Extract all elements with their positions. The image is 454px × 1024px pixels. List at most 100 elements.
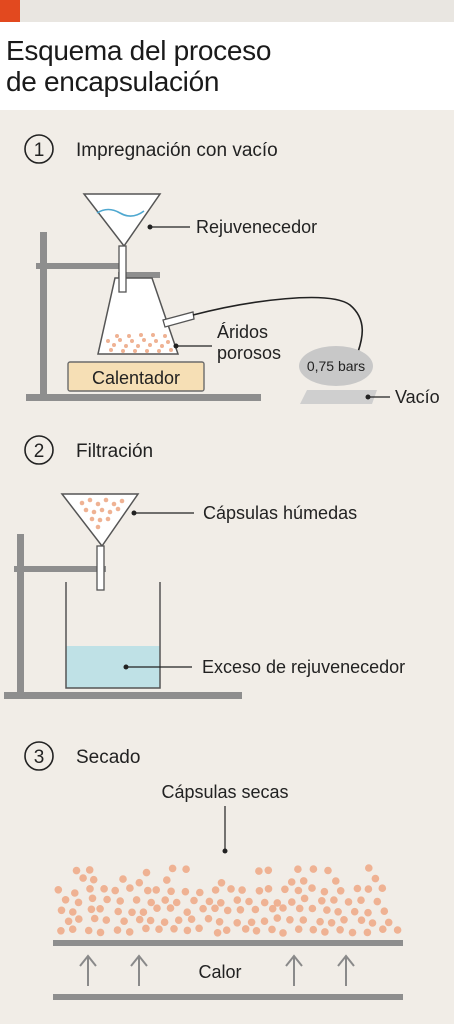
dry-capsule (217, 899, 225, 907)
pressure-value: 0,75 bars (307, 358, 365, 374)
funnel-1-stem (118, 245, 127, 293)
label-aridos-line2: porosos (217, 343, 281, 363)
dry-capsule (288, 898, 296, 906)
dry-capsule (308, 884, 316, 892)
dry-capsule (215, 918, 224, 926)
flask-side-arm (162, 311, 195, 328)
dry-capsule (247, 918, 256, 927)
dry-capsule (233, 896, 242, 904)
dry-capsule (300, 894, 309, 903)
heat-arrow-icon (130, 954, 148, 986)
lab-stand-1 (26, 232, 261, 401)
dry-capsule (236, 906, 245, 914)
dry-capsule (327, 919, 336, 927)
dry-capsule (273, 914, 282, 922)
dry-capsule (113, 926, 122, 934)
dry-capsule (330, 896, 338, 904)
dry-capsule (139, 908, 148, 916)
dry-capsule (353, 884, 362, 893)
step-3-badge (24, 741, 54, 771)
dry-capsule (336, 887, 345, 895)
dry-capsules (54, 864, 402, 937)
leader-dot (131, 510, 137, 516)
dry-capsule (241, 925, 250, 933)
dry-capsule (84, 926, 93, 935)
dry-capsule (316, 917, 324, 926)
dry-capsule (279, 904, 287, 912)
dry-capsule (147, 898, 155, 907)
dry-capsule (102, 916, 111, 924)
step-3-title: Secado (76, 747, 140, 768)
dry-capsule (299, 877, 308, 885)
dry-capsule (334, 908, 342, 916)
dry-capsule (96, 928, 105, 937)
leader-dot (147, 224, 153, 230)
dry-capsule (132, 896, 141, 904)
dry-capsule (233, 919, 241, 927)
step-2-badge (24, 435, 54, 465)
dry-capsule (268, 904, 277, 913)
dry-capsule (379, 925, 387, 933)
heat-arrows (79, 954, 355, 986)
heater (67, 361, 205, 392)
dry-capsule (172, 898, 181, 907)
beaker (65, 582, 161, 689)
dry-capsule (160, 918, 169, 926)
dry-capsule (251, 905, 260, 914)
dry-capsule (320, 887, 329, 896)
dry-capsule (255, 867, 263, 875)
wet-capsules (79, 497, 125, 530)
dry-capsule (264, 866, 273, 875)
dry-capsule (318, 897, 326, 905)
leader-dot (173, 343, 179, 349)
step-3: 3 Secado Cápsulas secas Calor (24, 741, 403, 1000)
dry-capsule (187, 915, 196, 923)
dry-capsule (384, 918, 393, 927)
dry-capsule (128, 908, 136, 917)
step-1-badge (24, 134, 54, 164)
dry-capsule (332, 877, 340, 885)
dry-capsule (114, 907, 122, 916)
dry-capsule (365, 864, 373, 872)
label-capsulas-humedas: Cápsulas húmedas (203, 503, 357, 523)
dry-capsule (309, 925, 318, 934)
dry-capsule (217, 879, 226, 887)
heater-label: Calentador (92, 368, 180, 388)
dry-capsule (222, 926, 231, 934)
dry-capsule (371, 874, 380, 883)
dry-capsule (309, 865, 318, 873)
dry-capsule (260, 917, 269, 925)
dry-capsule (170, 925, 178, 933)
dry-capsule (126, 884, 134, 892)
dry-capsule (323, 906, 331, 914)
dry-capsule (299, 916, 308, 924)
rejuvenator-liquid (96, 208, 145, 217)
dry-capsule (294, 925, 303, 933)
dry-capsule (119, 875, 127, 883)
dry-capsule (183, 908, 191, 916)
dry-capsule (183, 926, 192, 935)
dry-capsule (238, 886, 246, 894)
step-2-number: 2 (34, 441, 45, 462)
label-vacio: Vacío (395, 387, 440, 407)
dry-capsule (182, 865, 190, 873)
dry-capsule (68, 925, 77, 933)
dry-capsule (364, 885, 373, 893)
dry-capsule (79, 874, 87, 882)
top-bar (0, 0, 454, 22)
step-1-number: 1 (34, 140, 45, 161)
dry-capsule (125, 928, 134, 936)
lab-stand-2 (4, 534, 242, 699)
heat-arrow-icon (337, 954, 355, 986)
heat-source-plate (53, 994, 403, 1000)
dry-capsule (286, 916, 294, 924)
dry-capsule (287, 878, 296, 886)
dry-capsule (211, 904, 219, 913)
dry-capsule (321, 928, 329, 936)
dry-capsule (71, 889, 79, 897)
dry-capsule (135, 915, 144, 924)
dry-capsule (268, 925, 276, 934)
dry-capsule (295, 904, 304, 913)
dry-capsule (142, 924, 150, 933)
